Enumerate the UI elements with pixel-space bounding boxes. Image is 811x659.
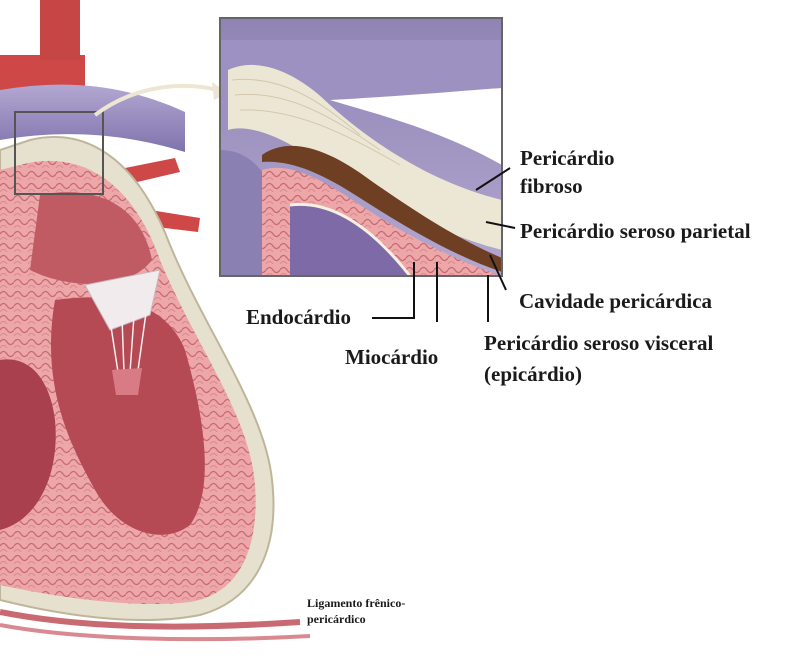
label-miocardio: Miocárdio: [345, 345, 438, 370]
label-pericardio-fibroso-2: fibroso: [520, 174, 583, 199]
label-ligamento-2: pericárdico: [307, 611, 366, 627]
label-pericardio-seroso-visceral-2: (epicárdio): [484, 362, 582, 387]
pulmonary-artery: [40, 0, 80, 60]
label-cavidade-pericardica: Cavidade pericárdica: [519, 289, 712, 314]
label-pericardio-fibroso-1: Pericárdio: [520, 146, 614, 171]
inset-magnified-view: [220, 18, 502, 276]
label-ligamento-1: Ligamento frênico-: [307, 595, 405, 611]
label-endocardio: Endocárdio: [246, 305, 351, 330]
label-pericardio-seroso-visceral-1: Pericárdio seroso visceral: [484, 331, 713, 356]
label-pericardio-seroso-parietal: Pericárdio seroso parietal: [520, 219, 751, 244]
papillary-muscle: [112, 368, 142, 395]
